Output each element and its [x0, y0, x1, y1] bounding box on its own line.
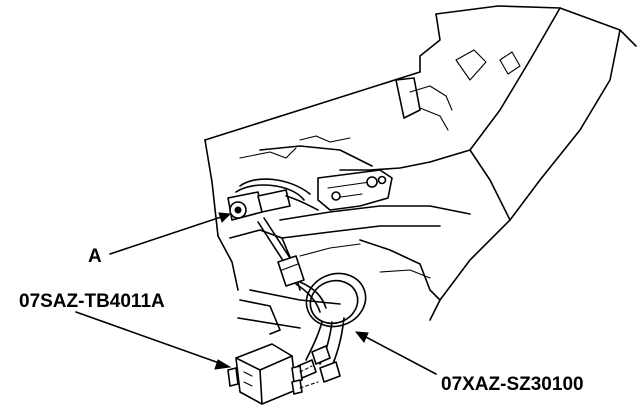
callout-harness-part-number: 07XAZ-SZ30100 [441, 374, 584, 395]
leader-lines [75, 212, 437, 375]
module-07saz-tb4011a [227, 343, 319, 405]
callout-module-part-number: 07SAZ-TB4011A [19, 291, 165, 312]
mounting-bracket [317, 169, 393, 211]
callout-a-label: A [88, 246, 102, 267]
connector-a [227, 178, 319, 221]
dashboard-structure [204, 5, 637, 335]
